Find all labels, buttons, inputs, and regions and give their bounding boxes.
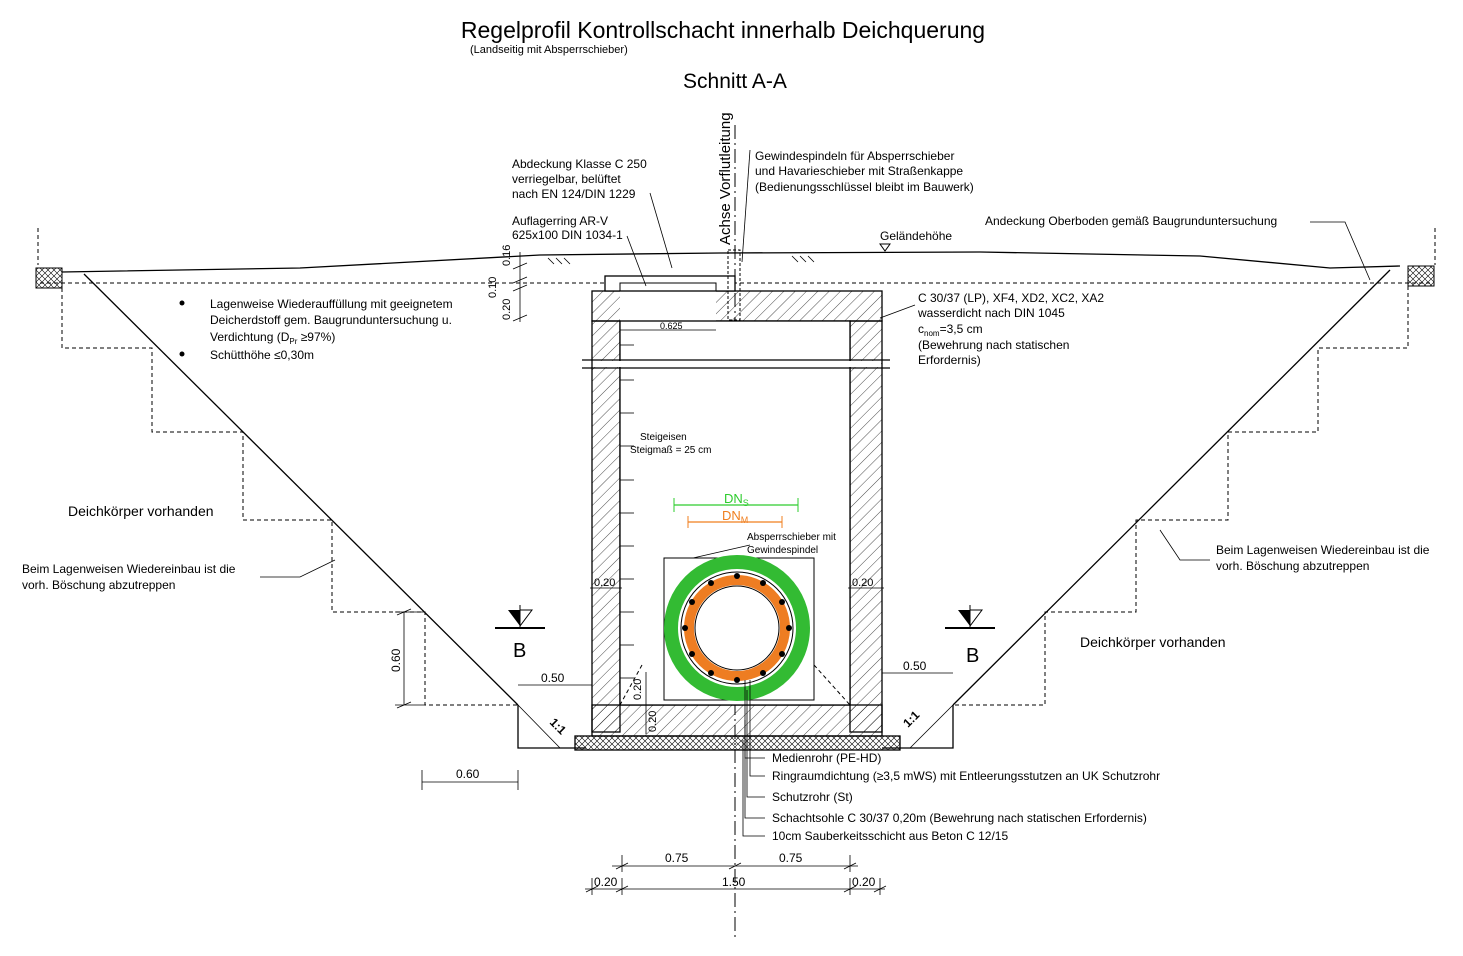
dim-050-left: 0.50: [541, 671, 565, 685]
concrete-note: C 30/37 (LP), XF4, XD2, XC2, XA2 wasserd…: [917, 291, 1107, 367]
dim-020-wall-right: 0.20: [852, 577, 873, 589]
terrain-symbol-right: [1407, 265, 1435, 287]
rebuild-note-right: Beim Lagenweisen Wiedereinbau ist die vo…: [1216, 543, 1433, 573]
dim-016: 0.16: [501, 245, 513, 266]
dike-steps-right: [953, 286, 1409, 706]
valve-label: Absperrschieber mit Gewindespindel: [747, 532, 839, 556]
backfill-note: Lagenweise Wiederauffüllung mit geeignet…: [210, 297, 456, 346]
leader-rebuild-right: [1159, 529, 1210, 561]
break-lines: [582, 359, 890, 369]
dike-steps-left: [61, 288, 518, 706]
dim-075-right: 0.75: [779, 851, 803, 865]
leader-cover: [649, 192, 673, 269]
section-marker-left: B: [495, 605, 545, 662]
step-irons: [620, 344, 634, 679]
valve-support-lines: [619, 664, 851, 706]
spindle-guide: [727, 249, 741, 321]
dim-020-bottom-left: 0.20: [594, 875, 618, 889]
topsoil-label: Andeckung Oberboden gemäß Baugrundunters…: [985, 214, 1277, 228]
layer-height-note: Schütthöhe ≤0,30m: [210, 348, 314, 362]
leader-valve: [692, 544, 751, 559]
leader-rebuild-left: [260, 559, 336, 578]
dim-0625: 0.625: [660, 321, 683, 331]
dim-075-left: 0.75: [665, 851, 689, 865]
dim-060-vertical: 0.60: [389, 648, 403, 672]
dim-060-horizontal: 0.60: [456, 767, 480, 781]
support-ring: [619, 282, 717, 292]
trench-corner-right: [909, 704, 954, 749]
trench-bottom-lines: [517, 705, 954, 749]
annulus: [680, 571, 794, 685]
ring-label: Auflagerring AR-V 625x100 DIN 1034-1: [512, 214, 623, 242]
shaft-base-slab: [591, 704, 883, 737]
slope-label-left: 1:1: [547, 715, 569, 737]
spindle-label: Gewindespindeln für Absperrschieber und …: [755, 149, 974, 194]
slope-right: [952, 269, 1391, 706]
dim-020-b: 0.20: [647, 711, 659, 732]
dim-020-wall-left: 0.20: [594, 577, 615, 589]
dike-label-left: Deichkörper vorhanden: [68, 503, 214, 519]
ground-level-marker: [879, 243, 891, 252]
protective-pipe: [664, 555, 810, 701]
leader-topsoil: [1310, 221, 1371, 281]
axis-label: Achse Vorflutleitung: [717, 112, 734, 245]
slope-left: [83, 273, 519, 706]
terrain-line: [61, 251, 1401, 273]
dim-020-bottom-right: 0.20: [852, 875, 876, 889]
leader-concrete: [879, 304, 916, 319]
page-subtitle: (Landseitig mit Absperrschieber): [470, 44, 628, 56]
dn-s-label: DNS: [724, 491, 749, 508]
shaft-interior: [619, 320, 851, 706]
soil-marks: [547, 255, 815, 265]
rebuild-note-left: Beim Lagenweisen Wiedereinbau ist die vo…: [22, 562, 239, 592]
dn-m-label: DNM: [722, 508, 748, 525]
terrain-symbol-left: [35, 267, 63, 289]
svg-text:B: B: [513, 640, 526, 662]
trench-corner-left: [517, 704, 561, 749]
cover-label: Abdeckung Klasse C 250 verriegelbar, bel…: [512, 157, 650, 201]
leader-ring: [626, 235, 647, 287]
media-pipe: [684, 575, 790, 681]
step-irons-label: Steigeisen Steigmaß = 25 cm: [630, 432, 711, 456]
dim-010: 0.10: [487, 277, 499, 298]
leader-spindle: [741, 149, 751, 263]
dike-label-right: Deichkörper vorhanden: [1080, 634, 1226, 650]
dim-050-right: 0.50: [903, 659, 927, 673]
slope-label-right: 1:1: [900, 708, 922, 730]
media-pipe-inner: [694, 585, 780, 671]
spacer-dots: [682, 573, 792, 683]
dim-020-a: 0.20: [632, 679, 644, 700]
blinding-layer: [574, 735, 901, 751]
dim-020-top: 0.20: [501, 299, 513, 320]
ground-level-label: Geländehöhe: [880, 229, 952, 243]
page-title: Regelprofil Kontrollschacht innerhalb De…: [461, 17, 985, 43]
section-title: Schnitt A-A: [683, 70, 787, 93]
dim-150: 1.50: [722, 875, 746, 889]
svg-text:B: B: [966, 645, 979, 667]
section-marker-right: B: [945, 605, 995, 667]
shaft-wall-right: [849, 320, 883, 733]
legend: Medienrohr (PE-HD) Ringraumdichtung (≥3,…: [772, 751, 1163, 843]
shaft-wall-left: [591, 320, 621, 733]
